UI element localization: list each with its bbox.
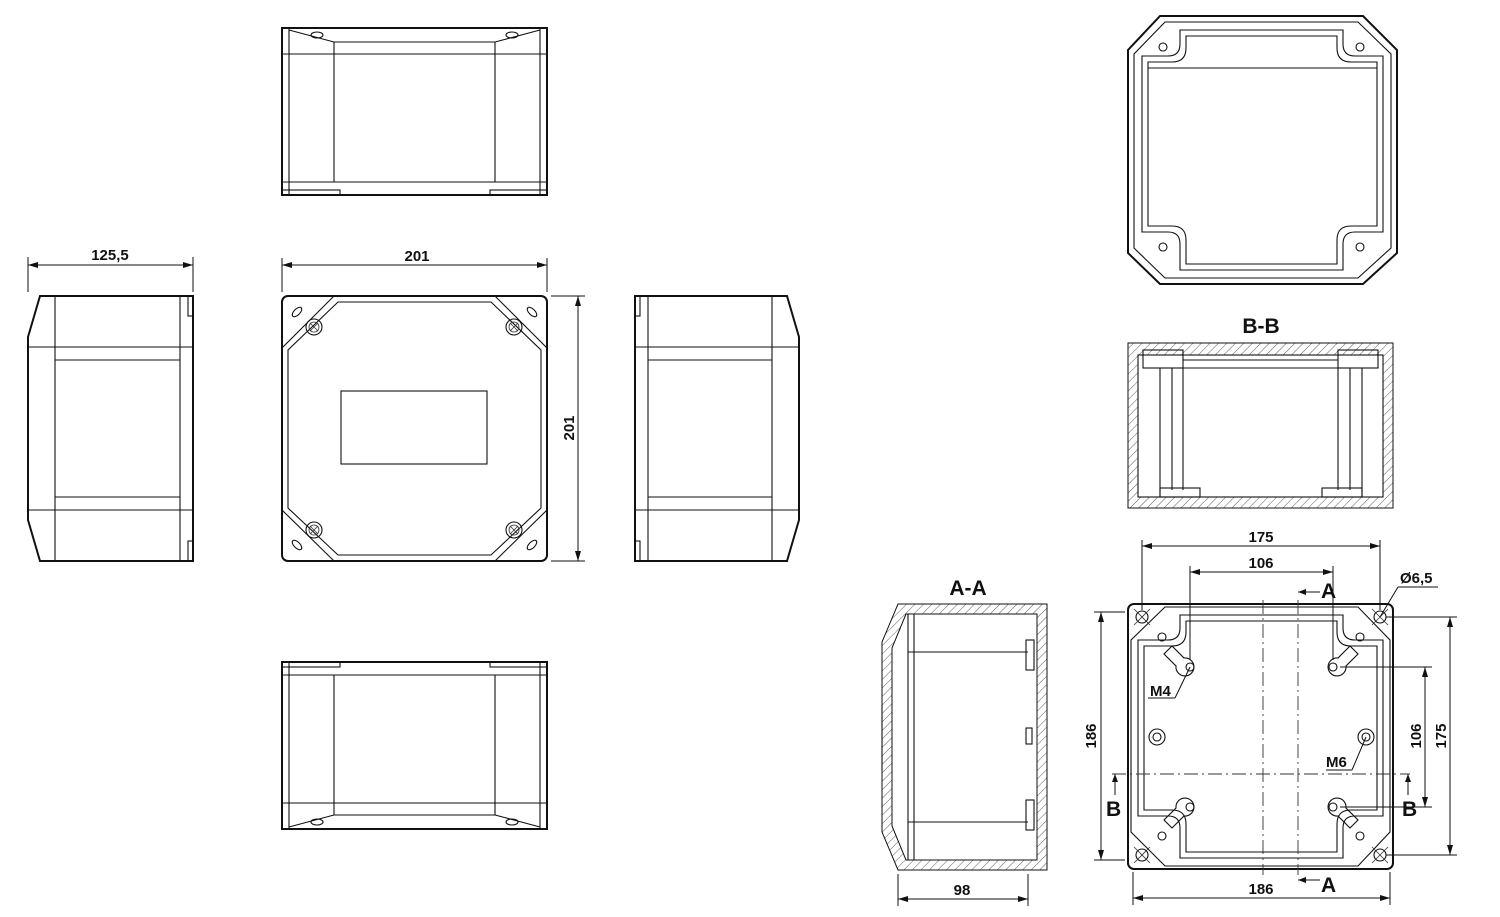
- left-side-view: 125,5: [27, 247, 194, 562]
- dim-hole-diameter: Ø6,5: [1400, 570, 1433, 587]
- section-a-marker-top: A: [1321, 580, 1336, 603]
- mounting-view: M4 M6 Ø6,5 175 106 186 186: [1083, 529, 1457, 905]
- dim-hole-spacing-outer: 175: [1248, 529, 1273, 546]
- dim-section-aa-depth: 98: [954, 882, 971, 899]
- section-bb: B-B: [1127, 315, 1394, 509]
- dim-front-width: 201: [404, 248, 429, 265]
- thread-m6-label: M6: [1326, 754, 1347, 771]
- m6-boss-right-icon: [1357, 728, 1375, 746]
- lid-inner-view: [1127, 15, 1398, 285]
- section-bb-title: B-B: [1242, 315, 1279, 338]
- screw-top-right-icon: [505, 318, 523, 336]
- screw-bottom-left-icon: [305, 521, 323, 539]
- m4-boss-top-right-icon: [1327, 645, 1359, 677]
- section-aa-title: A-A: [949, 577, 986, 600]
- front-view: 201 201: [281, 248, 585, 562]
- section-b-marker-left: B: [1106, 798, 1121, 821]
- dim-bottom-height: 186: [1083, 723, 1100, 748]
- section-a-marker-bottom: A: [1321, 874, 1336, 897]
- section-b-marker-right: B: [1402, 798, 1417, 821]
- bottom-view: [281, 661, 548, 830]
- dim-front-height: 201: [561, 415, 578, 440]
- dim-right-inner: 106: [1408, 723, 1425, 748]
- top-view: [281, 27, 548, 196]
- mounting-hole-bottom-left-icon: [1133, 846, 1151, 864]
- thread-m4-label: M4: [1150, 683, 1171, 700]
- m4-boss-bottom-left-icon: [1163, 797, 1195, 829]
- screw-top-left-icon: [305, 318, 323, 336]
- dim-side-depth: 125,5: [91, 247, 129, 264]
- mounting-hole-top-left-icon: [1133, 608, 1151, 626]
- right-side-view: [634, 295, 800, 562]
- m6-boss-left-icon: [1148, 728, 1166, 746]
- screw-bottom-right-icon: [505, 521, 523, 539]
- dim-hole-spacing-inner: 106: [1248, 555, 1273, 572]
- mounting-hole-bottom-right-icon: [1371, 846, 1389, 864]
- m4-boss-top-left-icon: [1163, 645, 1195, 677]
- dim-right-outer: 175: [1433, 723, 1450, 748]
- section-aa: A-A 98: [881, 577, 1048, 906]
- m4-boss-bottom-right-icon: [1327, 797, 1359, 829]
- dim-bottom-width: 186: [1248, 881, 1273, 898]
